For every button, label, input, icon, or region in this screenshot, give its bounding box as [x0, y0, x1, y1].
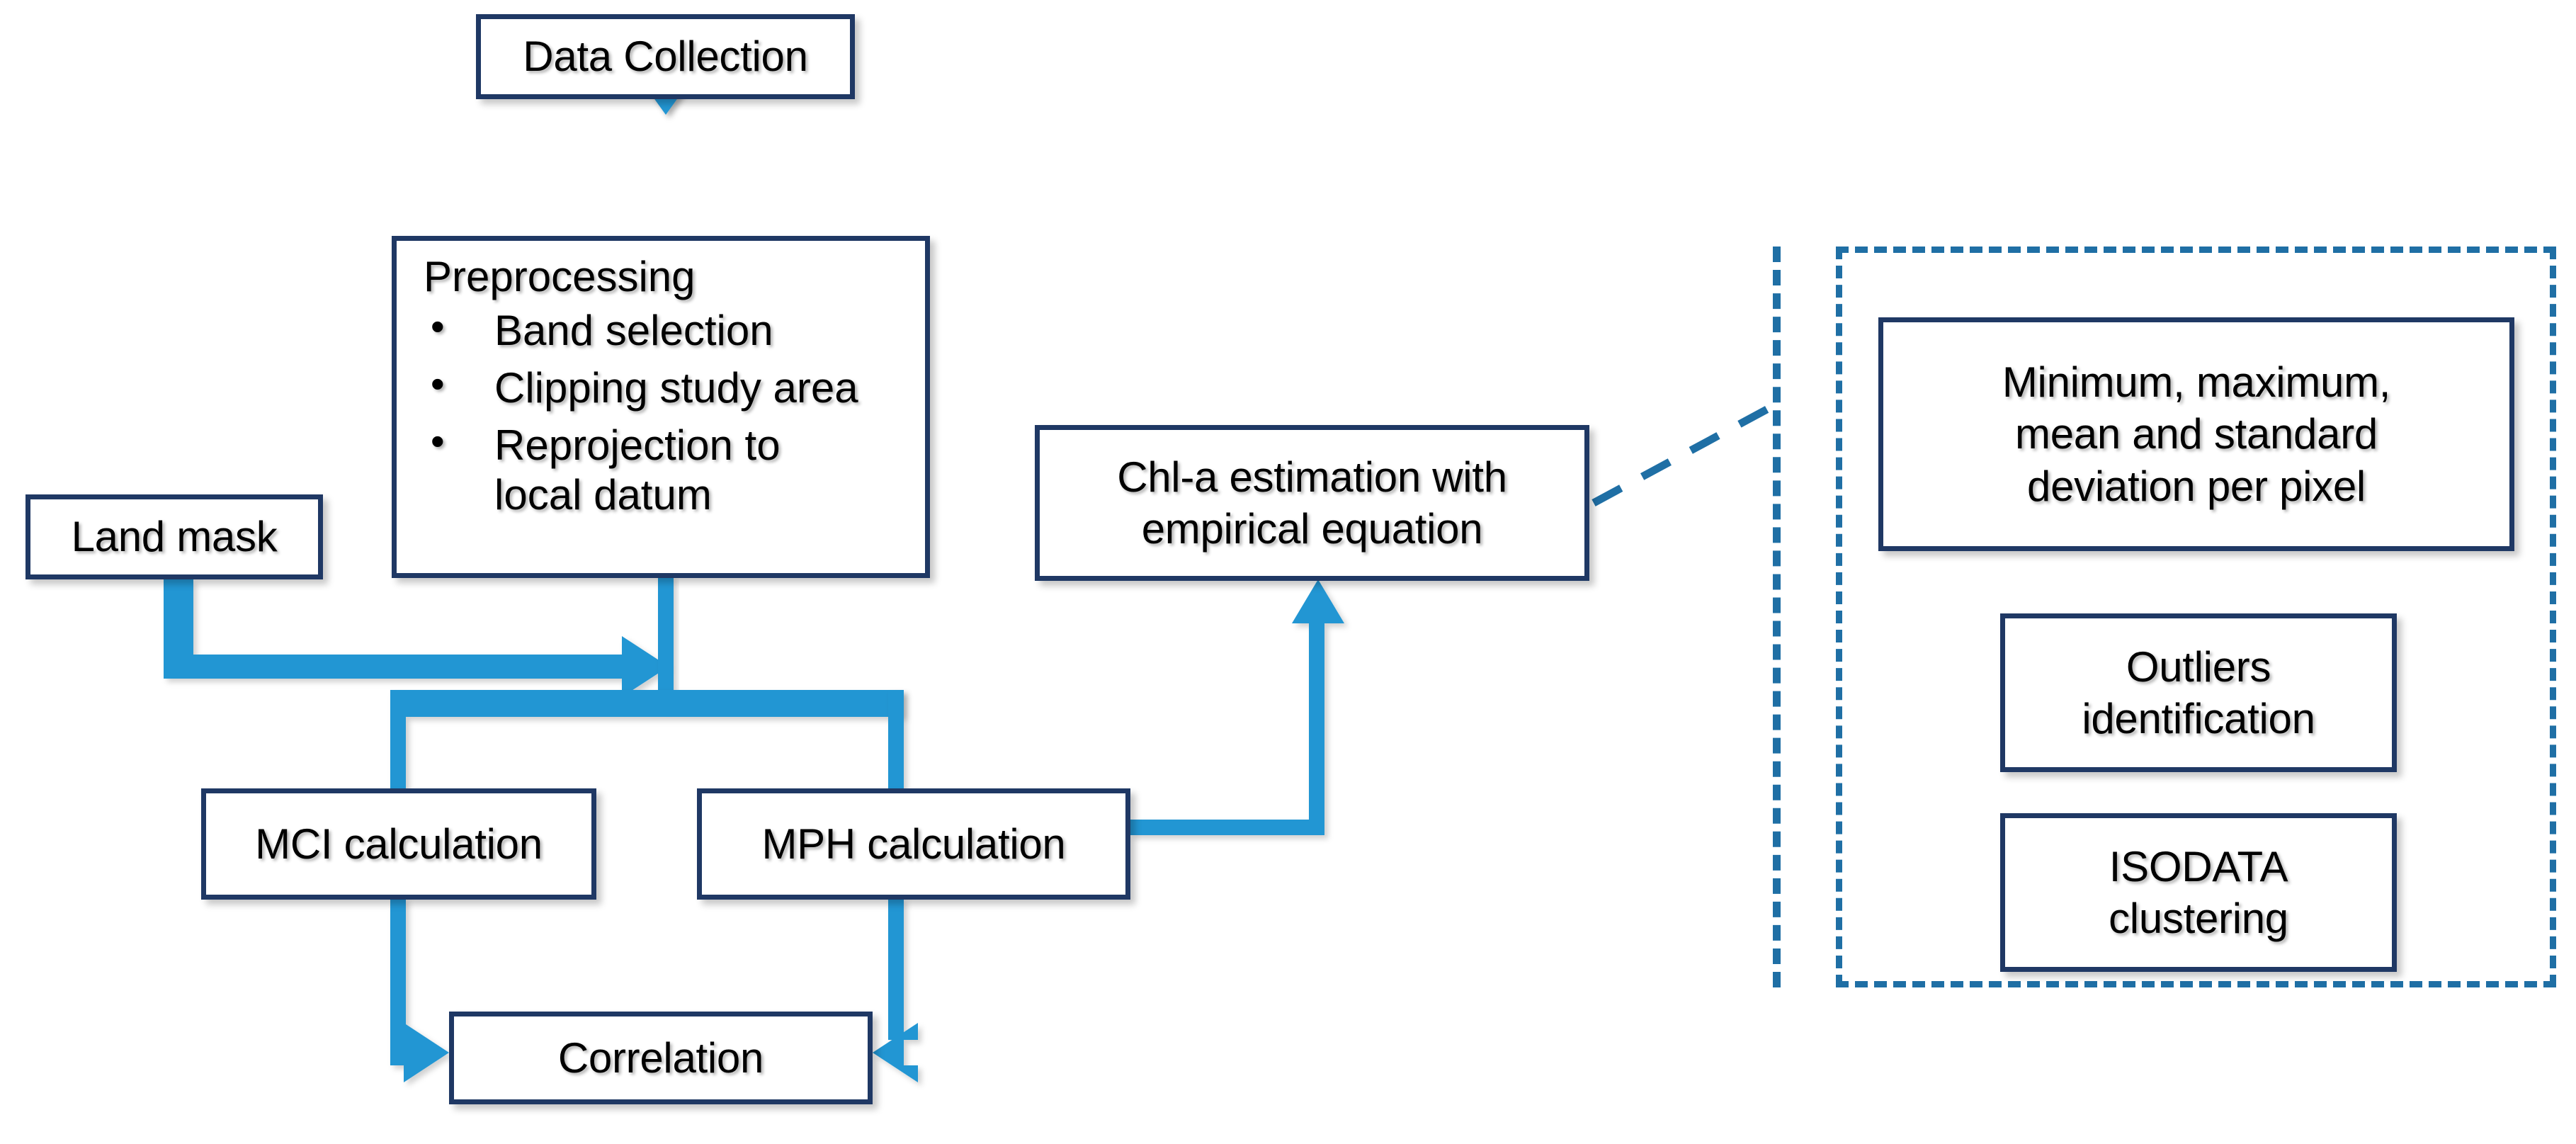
edge-mci-correlation: [390, 898, 449, 1082]
node-preprocessing-bullets: Band selection Clipping study area Repro…: [397, 303, 858, 528]
node-chla-estimation-label: Chl-a estimation with empirical equation: [1117, 453, 1507, 553]
list-item: Band selection: [426, 303, 858, 356]
list-item: Clipping study area: [426, 361, 858, 414]
edge-mph-correlation: [873, 898, 918, 1082]
node-correlation[interactable]: Correlation: [449, 1012, 873, 1104]
edge-landmask-junction: [164, 579, 669, 697]
node-land-mask-label: Land mask: [71, 513, 278, 561]
node-chla-estimation[interactable]: Chl-a estimation with empirical equation: [1035, 425, 1589, 581]
node-statistics-label: Minimum, maximum, mean and standard devi…: [2002, 358, 2391, 510]
node-data-collection-label: Data Collection: [523, 33, 808, 81]
node-preprocessing-heading: Preprocessing: [424, 253, 696, 300]
node-land-mask[interactable]: Land mask: [25, 494, 323, 579]
node-data-collection[interactable]: Data Collection: [476, 14, 855, 99]
node-correlation-label: Correlation: [557, 1033, 764, 1082]
node-mph-calculation[interactable]: MPH calculation: [697, 788, 1130, 900]
analysis-group-bracket: [1773, 247, 1781, 987]
node-isodata-clustering[interactable]: ISODATA clustering: [2000, 813, 2397, 972]
node-outliers-identification-label: Outliers identification: [2082, 642, 2315, 742]
list-item: Reprojection to local datum: [426, 418, 858, 521]
edge-preprocessing-trunk: [658, 575, 674, 708]
node-mci-calculation-label: MCI calculation: [255, 820, 543, 868]
node-preprocessing[interactable]: Preprocessing Band selection Clipping st…: [392, 236, 930, 578]
analysis-group-panel: [1836, 247, 2556, 987]
edge-chla-analysisgroup: [1591, 404, 1773, 506]
edge-mph-chla: [1130, 579, 1344, 835]
node-outliers-identification[interactable]: Outliers identification: [2000, 613, 2397, 772]
node-mph-calculation-label: MPH calculation: [761, 820, 1066, 868]
node-isodata-clustering-label: ISODATA clustering: [2109, 842, 2288, 942]
node-statistics[interactable]: Minimum, maximum, mean and standard devi…: [1878, 317, 2514, 551]
node-mci-calculation[interactable]: MCI calculation: [201, 788, 596, 900]
